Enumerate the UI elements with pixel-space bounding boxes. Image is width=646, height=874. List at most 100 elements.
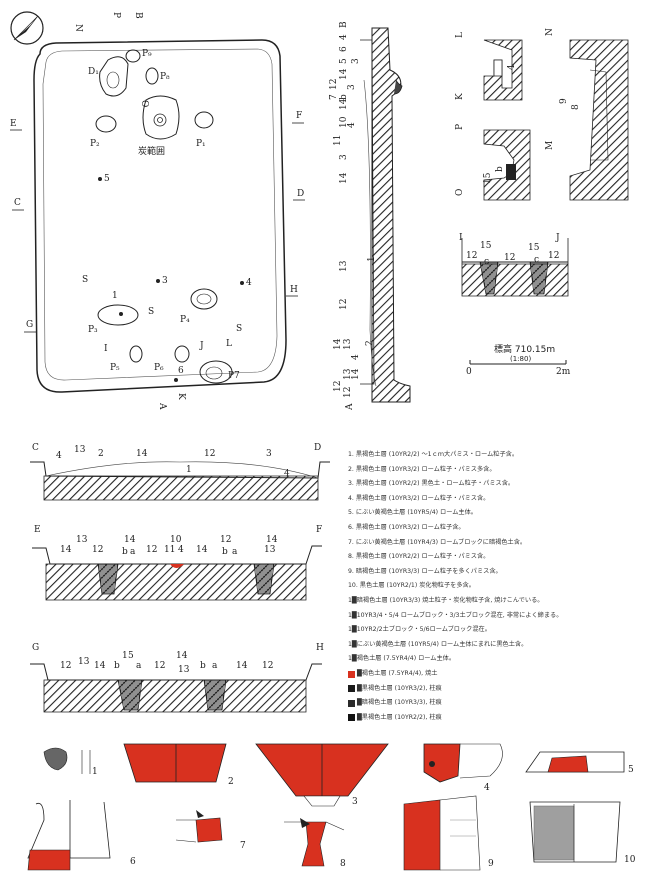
legend-item: █黒褐色土層 (10YR3/2), 柱痕: [348, 682, 644, 697]
section-ef-right: F: [316, 525, 322, 535]
feature-p7: [199, 360, 233, 384]
ab-label: 14: [333, 338, 343, 350]
ab-label: 3: [339, 154, 349, 160]
artifact-9-label: 9: [488, 859, 494, 869]
label-c: C: [14, 198, 21, 208]
feature-p6: [174, 345, 190, 363]
section-nm-layer-8: 8: [571, 104, 581, 110]
legend-item: █褐色土層 (7.5YR4/4), 焼土: [348, 667, 644, 682]
feature-p3: [97, 304, 139, 326]
label-d: D: [297, 189, 304, 199]
ef-label: b: [122, 547, 128, 557]
section-ij-right: J: [555, 233, 560, 243]
gh-label: 13: [178, 665, 190, 675]
gh-label: b: [200, 661, 206, 671]
artifact-3-label: 3: [352, 797, 358, 807]
section-ef-left: E: [34, 525, 41, 535]
section-ij-left: I: [459, 233, 463, 243]
legend-text: 3. 黒褐色土層 (10YR2/2) 黒色土・ローム粒子・パミス含。: [348, 480, 515, 488]
legend-text: █黒褐色土層 (10YR3/2), 柱痕: [357, 684, 442, 692]
ef-label: 12: [220, 535, 231, 545]
legend-text: 4. 黒褐色土層 (10YR3/2) ローム粒子・パミス含。: [348, 494, 490, 502]
feature-d1: [99, 56, 129, 97]
point-4: [240, 281, 244, 285]
ab-label: 5: [339, 58, 349, 64]
legend-text: █暗褐色土層 (10YR3/3), 柱痕: [357, 699, 442, 707]
artifact-2: 2: [123, 743, 234, 787]
section-po: P O 15 b: [455, 124, 531, 201]
legend-swatch: [348, 699, 355, 707]
scale-right: 2m: [556, 367, 571, 377]
scale-ratio: (1:80): [510, 355, 531, 363]
ab-label: 14: [339, 68, 349, 80]
artifact-10: 10: [529, 801, 636, 865]
legend-text: 1. 黒褐色土層 (10YR2/2) ～1ｃｍ大パミス・ローム粒子含。: [348, 451, 519, 458]
feature-p3-label: P₃: [88, 325, 98, 335]
ef-label: 12: [146, 545, 157, 555]
point-4-label: 4: [246, 278, 252, 288]
artifact-1-label: 1: [92, 767, 98, 777]
ab-label: 13: [343, 338, 353, 350]
legend-text: 10. 黒色土層 (10YR2/1) 炭化物粒子を多含。: [348, 582, 475, 590]
ab-label: 12: [343, 387, 353, 398]
label-f: F: [296, 111, 302, 121]
legend-item: 1█褐色土層 (7.5YR4/4) ローム主体。: [348, 652, 644, 667]
gh-label: 14: [236, 661, 248, 671]
label-l: L: [226, 339, 232, 349]
ab-label: 3: [347, 84, 357, 90]
legend-text: 8. 黒褐色土層 (10YR2/2) ローム粒子・パミス含。: [348, 553, 490, 561]
ab-label: 7: [329, 94, 339, 100]
label-i: I: [104, 344, 108, 354]
label-p: P: [111, 12, 121, 18]
section-cd-right: D: [314, 443, 321, 453]
point-5-label: 5: [104, 174, 110, 184]
s-label-1: S: [148, 307, 154, 317]
cd-label: 4: [56, 451, 62, 461]
artifact-7: 7: [175, 810, 246, 851]
legend-text: 7. にぶい黄褐色土層 (10YR4/3) ロームブロックに暗褐色土含。: [348, 538, 527, 546]
cd-label: 3: [266, 449, 272, 459]
gh-label: 12: [154, 661, 165, 671]
section-gh-left: G: [32, 643, 39, 653]
section-nm-top: N: [545, 28, 555, 36]
legend-text: █褐色土層 (7.5YR4/4), 焼土: [357, 669, 438, 677]
label-k: K: [176, 393, 186, 400]
label-j: J: [199, 341, 204, 351]
section-po-top: P: [455, 124, 465, 130]
artifact-6-label: 6: [130, 857, 136, 867]
feature-p5-label: P₅: [110, 363, 120, 373]
cd-label: 13: [74, 445, 86, 455]
section-lk-top: L: [455, 32, 465, 38]
feature-p4-label: P₄: [180, 315, 190, 325]
legend-item: 3. 黒褐色土層 (10YR2/2) 黒色土・ローム粒子・パミス含。: [348, 477, 644, 492]
ab-label: 14: [351, 368, 361, 380]
ef-label: 11: [164, 545, 175, 555]
ab-label: 4: [347, 122, 357, 128]
section-gh: G H 12 13 14 b 1 5 a 12 14 13 b a 14 12: [30, 643, 324, 713]
point-1-label: 1: [112, 291, 118, 301]
scale-bar: 標高 710.15m (1:80) 0 2m: [466, 343, 571, 377]
artifact-7-label: 7: [240, 841, 246, 851]
gh-label: 1: [122, 651, 128, 661]
artifact-8-label: 8: [340, 859, 346, 869]
legend-item: █暗褐色土層 (10YR3/3), 柱痕: [348, 696, 644, 711]
legend-text: 5. にぶい黄褐色土層 (10YR5/4) ローム主体。: [348, 509, 477, 517]
pit-outline: [33, 39, 287, 393]
legend-item: █黒褐色土層 (10YR2/2), 柱痕: [348, 711, 644, 726]
label-h: H: [290, 285, 298, 295]
artifact-10-label: 10: [624, 855, 636, 865]
section-ij-layer: c: [484, 257, 489, 267]
feature-p8: [145, 67, 159, 85]
artifact-2-label: 2: [228, 777, 234, 787]
artifact-1: 1: [43, 747, 98, 777]
section-po-layer-b: b: [495, 166, 505, 172]
ef-label: a: [130, 547, 136, 557]
north-arrow-icon: [10, 11, 44, 45]
point-5: [98, 177, 102, 181]
long-section-top-label: B: [339, 21, 349, 28]
artifacts: 1 2 3 4 5 6: [27, 743, 636, 871]
section-ij-layer: 12: [466, 251, 477, 261]
artifact-3: 3: [255, 743, 389, 807]
ab-label: 13: [343, 368, 353, 380]
